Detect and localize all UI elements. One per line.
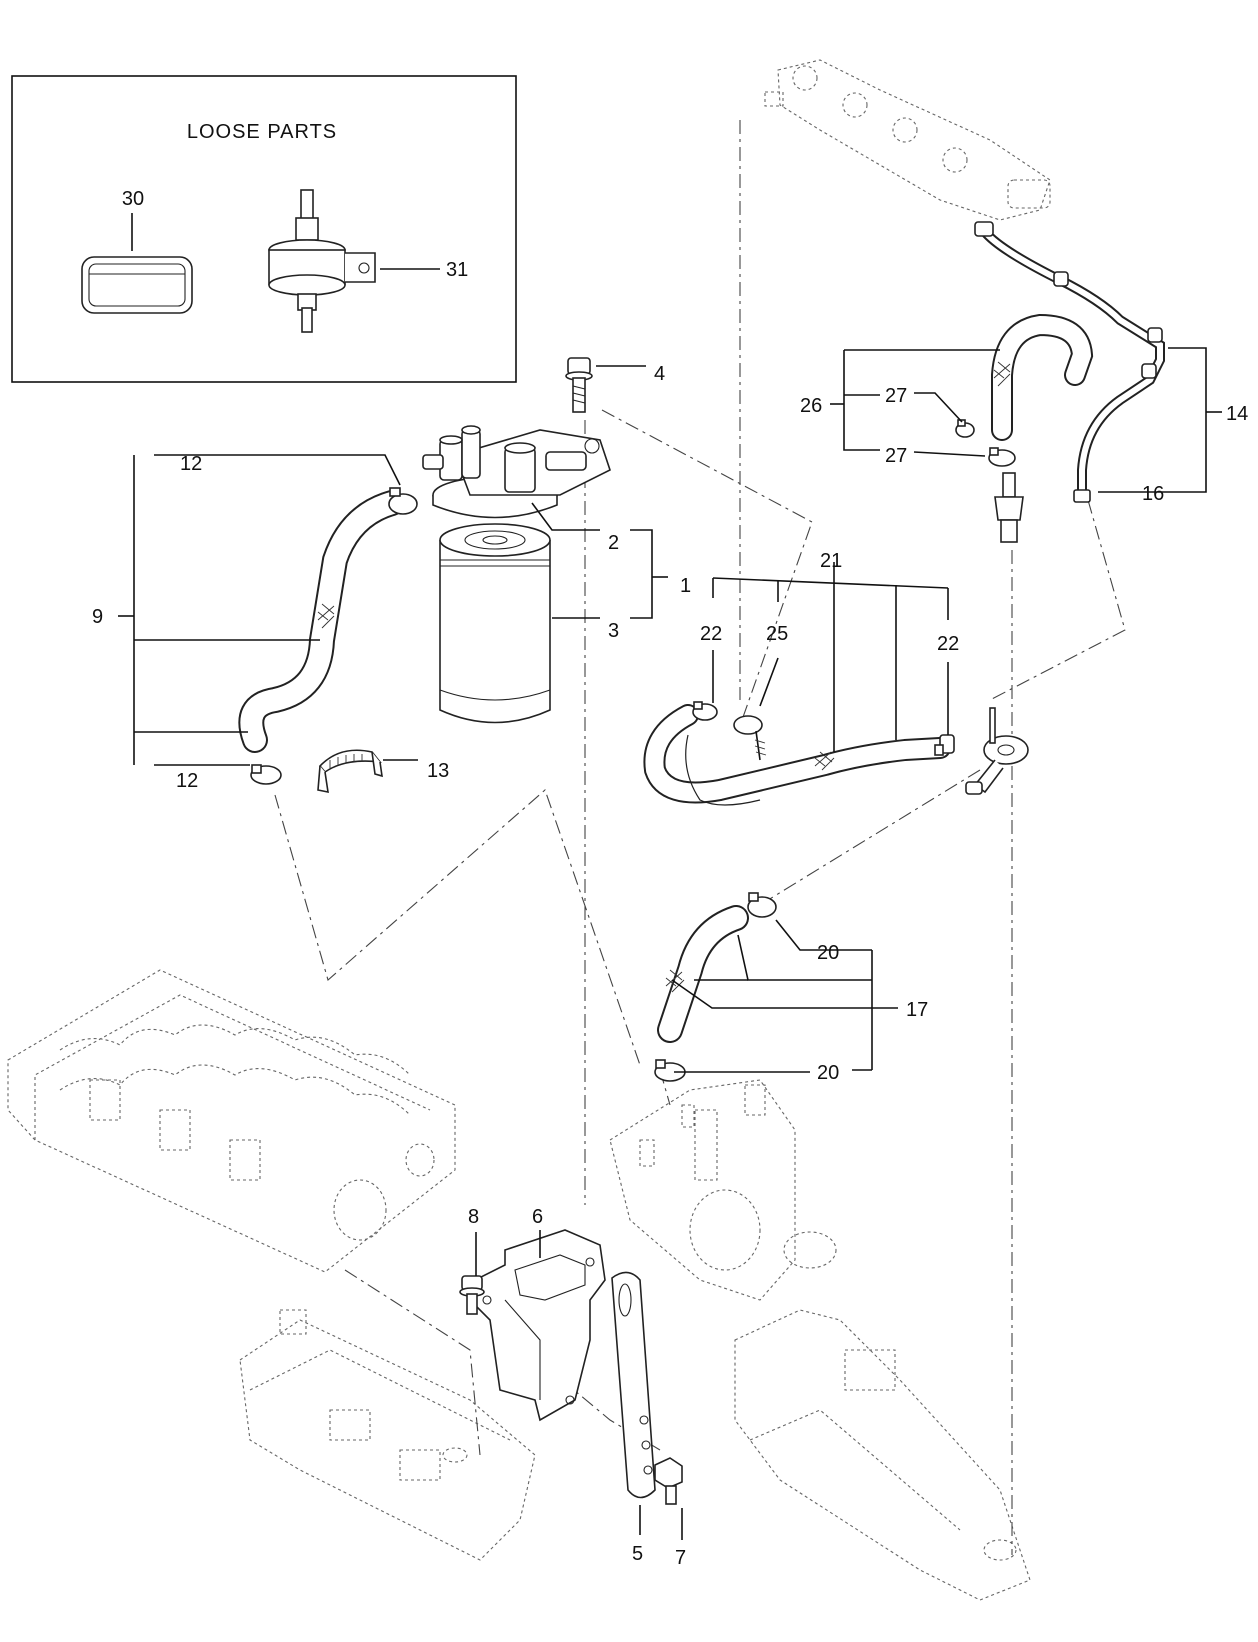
part-27-clamp-lower	[988, 447, 1016, 467]
leader-lines	[118, 347, 1222, 1540]
callout-21: 21	[820, 550, 842, 572]
callout-5: 5	[632, 1543, 643, 1565]
part-8-bolt	[459, 1275, 485, 1315]
fuel-rail-ghost	[764, 59, 1051, 221]
part-5-strap	[611, 1271, 656, 1499]
callout-7: 7	[675, 1547, 686, 1569]
callout-20-upper: 20	[817, 942, 839, 964]
part-31-regulator	[268, 189, 376, 333]
part-12-clamp-lower	[250, 764, 282, 785]
callout-27-lower: 27	[885, 445, 907, 467]
part-22-clamp-right	[934, 734, 955, 756]
callout-20-lower: 20	[817, 1062, 839, 1084]
part-7-bolt	[654, 1457, 683, 1505]
part-20-clamp-upper	[747, 892, 777, 918]
callout-31: 31	[446, 259, 468, 281]
callout-6: 6	[532, 1206, 543, 1228]
callout-12-upper: 12	[180, 453, 202, 475]
callout-1: 1	[680, 575, 691, 597]
callout-2: 2	[608, 532, 619, 554]
loose-parts-title: LOOSE PARTS	[187, 121, 337, 143]
part-9-hose	[238, 490, 405, 753]
part-30-pad	[81, 256, 193, 314]
callout-8: 8	[468, 1206, 479, 1228]
part-27-clamp-upper	[955, 419, 975, 438]
part-22-clamp-left	[692, 701, 718, 721]
callout-25: 25	[766, 623, 788, 645]
banjo-fitting	[965, 707, 1029, 795]
part-14-leakoff-pipe	[974, 221, 1165, 495]
part-13-band-clamp	[317, 749, 383, 794]
assembly-centerlines	[274, 120, 1126, 1555]
callout-26: 26	[800, 395, 822, 417]
part-3-filter-canister	[439, 523, 551, 724]
callout-13: 13	[427, 760, 449, 782]
callout-30: 30	[122, 188, 144, 210]
callout-9: 9	[92, 606, 103, 628]
part-21-return-hose	[643, 704, 951, 806]
part-25-cable-tie	[733, 715, 767, 761]
callout-4: 4	[654, 363, 665, 385]
callout-17: 17	[906, 999, 928, 1021]
part-6-bracket	[469, 1229, 606, 1422]
callout-14: 14	[1226, 403, 1248, 425]
part-20-clamp-lower	[654, 1059, 686, 1082]
hose-connector-fitting	[994, 472, 1024, 543]
engine-exhaust-manifold-ghost	[734, 1309, 1031, 1601]
part-4-bolt	[565, 357, 593, 413]
callout-3: 3	[608, 620, 619, 642]
part-16-clip	[1073, 489, 1091, 503]
part-12-clamp-upper	[388, 487, 418, 515]
part-17-hose	[657, 905, 749, 1043]
engine-intake-manifold-ghost	[239, 1309, 536, 1561]
part-26-hose	[991, 313, 1094, 441]
callout-22-right: 22	[937, 633, 959, 655]
callout-27-upper: 27	[885, 385, 907, 407]
part-2-filter-head	[422, 425, 611, 519]
engine-cylinder-head-ghost	[7, 969, 456, 1273]
callout-16: 16	[1142, 483, 1164, 505]
engine-injection-pump-ghost	[609, 1079, 837, 1301]
loose-parts-box: LOOSE PARTS 30 31	[11, 75, 517, 383]
callout-22-left: 22	[700, 623, 722, 645]
callout-12-lower: 12	[176, 770, 198, 792]
callout-labels: 1 2 3 4 5 6 7 8 9 12 12 13 14 16 17 20 2…	[92, 363, 1248, 1569]
